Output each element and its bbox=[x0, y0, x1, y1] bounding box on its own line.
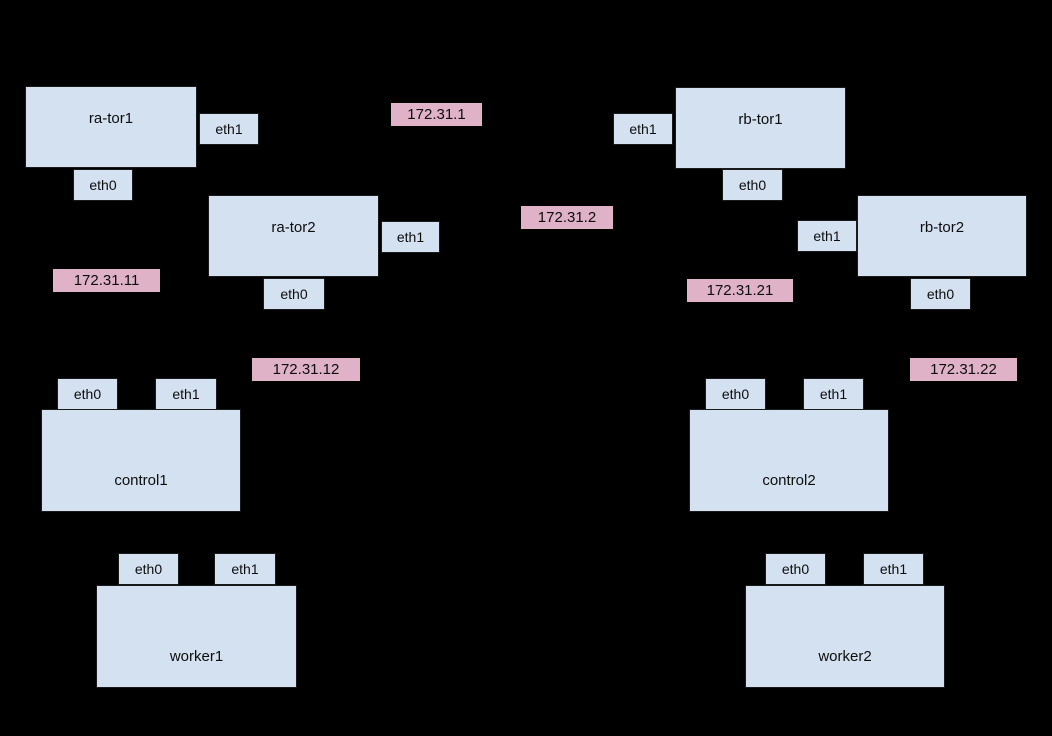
interface-control2-eth0[interactable]: eth0 bbox=[705, 378, 766, 410]
interface-label: eth1 bbox=[396, 229, 425, 245]
interface-rb-tor2-eth0[interactable]: eth0 bbox=[910, 278, 971, 310]
node-control1[interactable]: control1 bbox=[41, 409, 241, 512]
interface-label: eth0 bbox=[134, 561, 163, 577]
interface-label: eth0 bbox=[73, 386, 102, 402]
network-label-172-31-1: 172.31.1 bbox=[391, 103, 482, 126]
interface-rb-tor2-eth1[interactable]: eth1 bbox=[797, 220, 857, 252]
interface-label: eth1 bbox=[629, 121, 657, 137]
interface-label: eth1 bbox=[879, 561, 908, 577]
node-label: rb-tor2 bbox=[919, 219, 965, 236]
network-label-172-31-11: 172.31.11 bbox=[53, 269, 160, 292]
interface-label: eth0 bbox=[738, 177, 767, 193]
interface-control1-eth0[interactable]: eth0 bbox=[57, 378, 118, 410]
interface-ra-tor1-eth1[interactable]: eth1 bbox=[199, 113, 259, 145]
interface-label: eth0 bbox=[926, 286, 955, 302]
interface-ra-tor2-eth1[interactable]: eth1 bbox=[381, 221, 440, 253]
node-label: ra-tor1 bbox=[88, 110, 134, 127]
network-label-172-31-2: 172.31.2 bbox=[521, 206, 613, 229]
network-label-172-31-22: 172.31.22 bbox=[910, 358, 1017, 381]
interface-worker2-eth0[interactable]: eth0 bbox=[765, 553, 826, 585]
interface-control1-eth1[interactable]: eth1 bbox=[155, 378, 217, 410]
node-ra-tor1[interactable]: ra-tor1 bbox=[25, 86, 197, 168]
interface-label: eth1 bbox=[813, 228, 841, 244]
interface-label: eth1 bbox=[819, 386, 848, 402]
interface-label: eth1 bbox=[231, 561, 259, 577]
interface-ra-tor2-eth0[interactable]: eth0 bbox=[263, 278, 325, 310]
interface-label: eth0 bbox=[89, 177, 117, 193]
interface-rb-tor1-eth1[interactable]: eth1 bbox=[613, 113, 673, 145]
node-control2[interactable]: control2 bbox=[689, 409, 889, 512]
interface-ra-tor1-eth0[interactable]: eth0 bbox=[73, 169, 133, 201]
network-label-172-31-21: 172.31.21 bbox=[687, 279, 793, 302]
node-worker2[interactable]: worker2 bbox=[745, 585, 945, 688]
interface-worker1-eth1[interactable]: eth1 bbox=[214, 553, 276, 585]
node-rb-tor1[interactable]: rb-tor1 bbox=[675, 87, 846, 169]
interface-label: eth0 bbox=[781, 561, 810, 577]
node-label: worker2 bbox=[818, 647, 872, 665]
node-ra-tor2[interactable]: ra-tor2 bbox=[208, 195, 379, 277]
interface-label: eth1 bbox=[172, 386, 200, 402]
interface-rb-tor1-eth0[interactable]: eth0 bbox=[722, 169, 783, 201]
node-label: control2 bbox=[762, 471, 816, 489]
interface-label: eth1 bbox=[215, 121, 243, 137]
node-label: ra-tor2 bbox=[271, 219, 316, 236]
interface-label: eth0 bbox=[721, 386, 750, 402]
node-label: control1 bbox=[114, 471, 168, 489]
node-worker1[interactable]: worker1 bbox=[96, 585, 297, 688]
interface-worker2-eth1[interactable]: eth1 bbox=[863, 553, 924, 585]
node-label: worker1 bbox=[169, 647, 224, 665]
node-label: rb-tor1 bbox=[738, 111, 783, 128]
interface-label: eth0 bbox=[280, 286, 308, 302]
interface-control2-eth1[interactable]: eth1 bbox=[803, 378, 864, 410]
node-rb-tor2[interactable]: rb-tor2 bbox=[857, 195, 1027, 277]
network-label-172-31-12: 172.31.12 bbox=[252, 358, 360, 381]
interface-worker1-eth0[interactable]: eth0 bbox=[118, 553, 179, 585]
